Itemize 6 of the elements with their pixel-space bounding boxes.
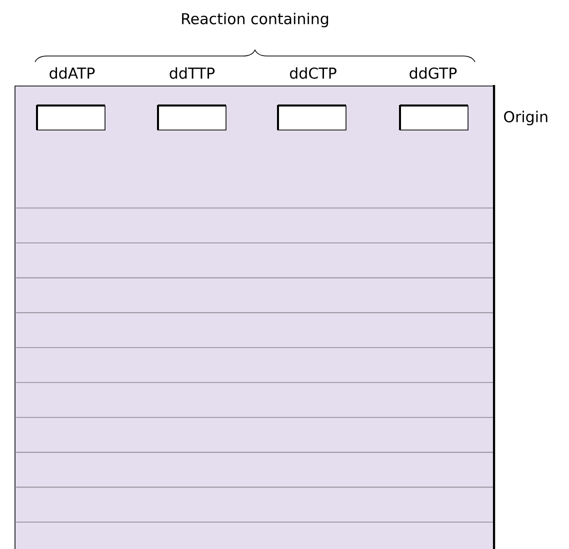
lane-label: ddATP bbox=[50, 67, 95, 79]
lane-label: ddTTP bbox=[170, 67, 215, 79]
lane-label: ddCTP bbox=[290, 67, 336, 79]
heading: Reaction containing bbox=[182, 12, 328, 28]
origin-label: Origin bbox=[504, 110, 548, 126]
lane-label: ddGTP bbox=[410, 67, 457, 79]
